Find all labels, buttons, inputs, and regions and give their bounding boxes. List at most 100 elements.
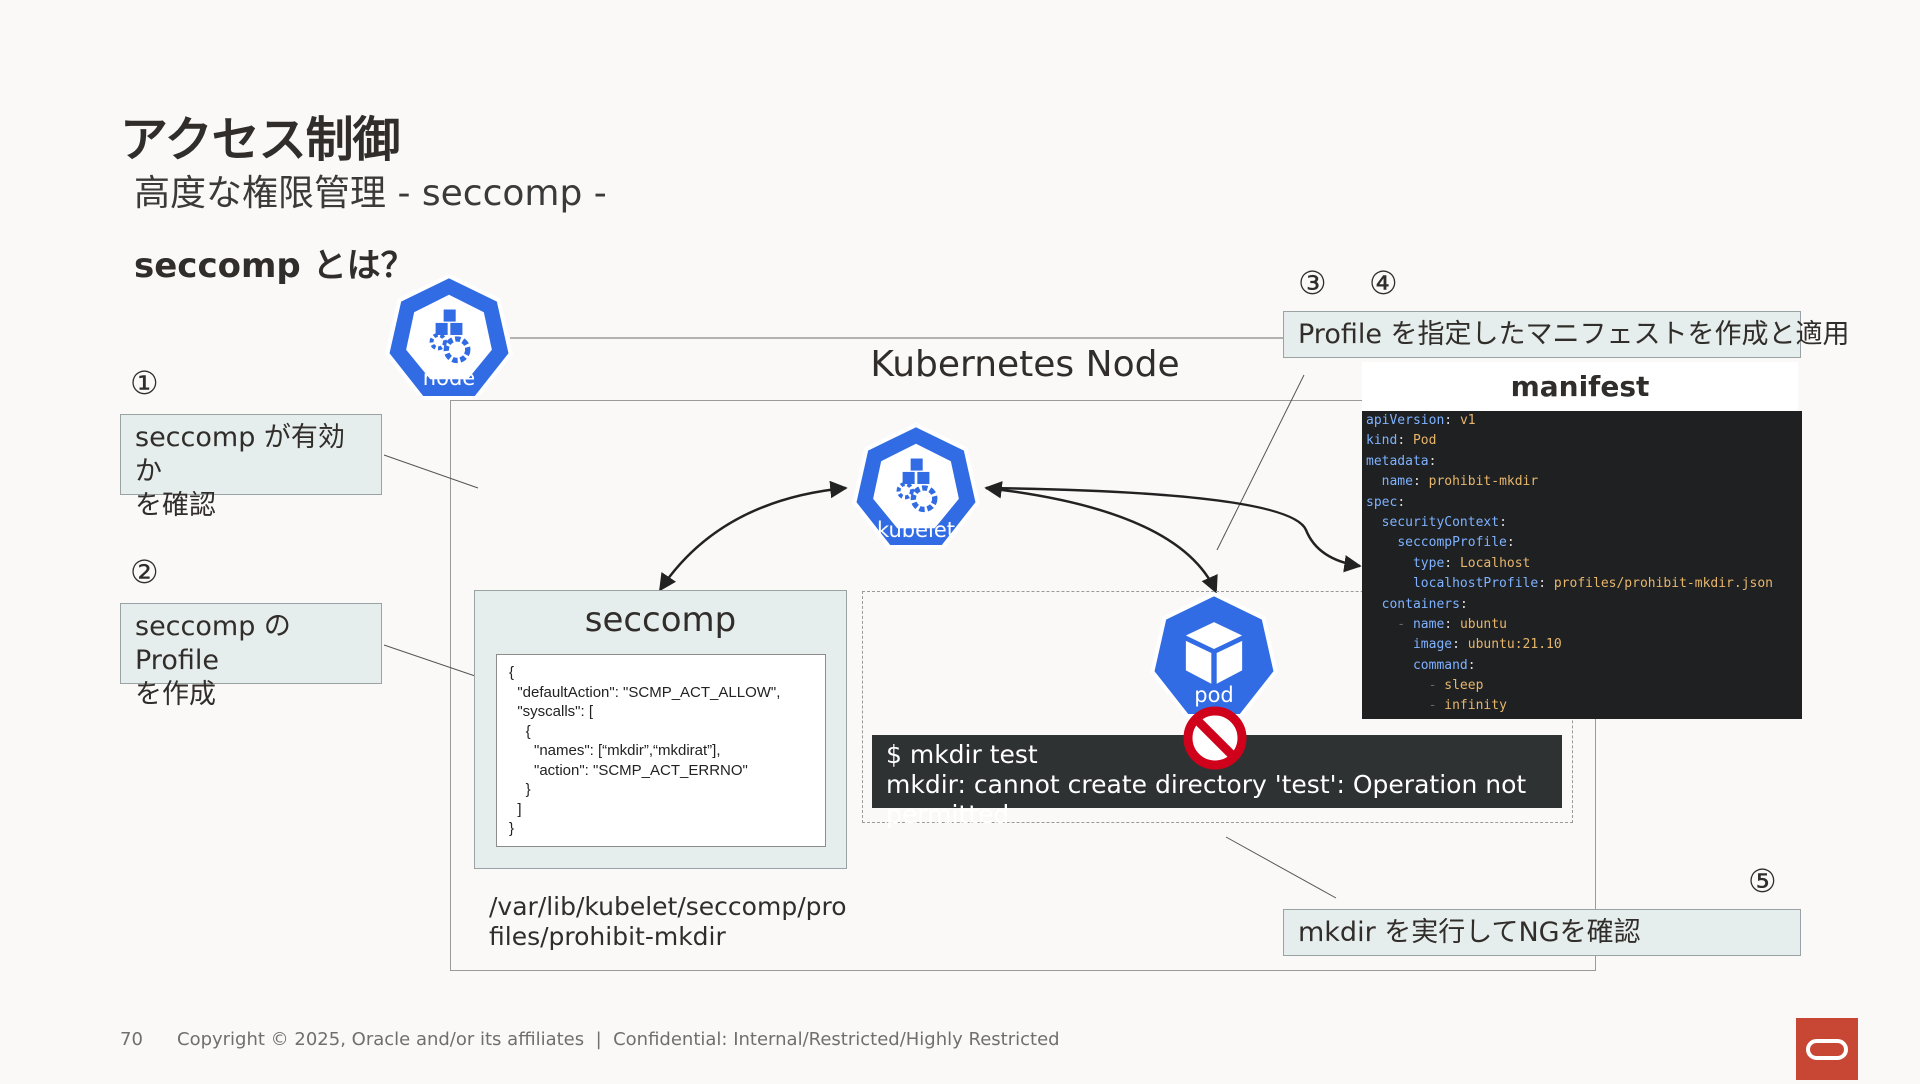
code-key: containers (1381, 596, 1460, 612)
code-value: Pod (1412, 433, 1437, 449)
code-value: prohibit-mkdir (1428, 474, 1539, 490)
code-colon: : (1412, 474, 1429, 490)
manifest-code-line: - sleep (1366, 676, 1798, 696)
code-value: ubuntu:21.10 (1467, 637, 1562, 653)
code-indent (1366, 556, 1413, 571)
code-key: spec (1366, 494, 1398, 510)
code-key: image (1412, 637, 1453, 653)
oracle-logo (1796, 1018, 1858, 1080)
step-2-callout: seccomp の Profile を作成 (120, 603, 382, 710)
page-number: 70 (120, 1029, 143, 1050)
manifest-code-line: securityContext: (1366, 513, 1798, 533)
code-colon: : (1397, 433, 1413, 449)
code-indent (1366, 474, 1382, 489)
code-indent (1366, 535, 1397, 550)
prohibited-icon (1183, 706, 1247, 770)
kubelet-icon (852, 422, 980, 549)
code-indent (1366, 515, 1382, 530)
code-colon: : (1506, 535, 1515, 551)
code-key: metadata (1366, 453, 1429, 469)
step-1-number: ① (130, 364, 159, 402)
terminal-output: $ mkdir test mkdir: cannot create direct… (872, 735, 1562, 829)
step-2-number: ② (130, 553, 159, 591)
kubelet-icon-label: kubelet (876, 518, 956, 542)
code-colon: : (1444, 616, 1460, 632)
code-key: name (1381, 474, 1413, 490)
node-icon-label: node (422, 366, 476, 390)
code-colon: : (1452, 637, 1468, 653)
manifest-code-line: name: prohibit-mkdir (1366, 472, 1798, 492)
footer-copyright: Copyright © 2025, Oracle and/or its affi… (177, 1029, 1060, 1050)
code-indent: - (1366, 616, 1413, 632)
step-3-number: ③ (1298, 264, 1327, 302)
manifest-code-line: containers: (1366, 595, 1798, 615)
code-value: sleep (1444, 678, 1484, 694)
step-1-callout: seccomp が有効か を確認 (120, 414, 382, 521)
code-key: apiVersion (1366, 413, 1445, 428)
seccomp-box-title: seccomp (584, 600, 737, 640)
leader-line-step2 (383, 644, 479, 678)
code-indent: - (1366, 678, 1445, 694)
manifest-code-line: spec: (1366, 493, 1798, 513)
terminal-command: $ mkdir test (886, 740, 1038, 769)
leader-line-step1 (383, 454, 479, 489)
arrow-kubelet-pod (984, 481, 1218, 594)
kubernetes-node-label: Kubernetes Node (870, 344, 1180, 385)
section-heading: seccomp とは？ (134, 246, 415, 286)
code-colon: : (1444, 555, 1460, 571)
code-value: v1 (1459, 413, 1476, 428)
code-indent (1366, 637, 1413, 652)
arrow-kubelet-manifest (985, 486, 1362, 573)
code-indent: - (1366, 698, 1445, 714)
code-indent (1366, 576, 1413, 591)
terminal-error: mkdir: cannot create directory 'test': O… (886, 770, 1527, 829)
code-key: name (1412, 616, 1445, 632)
code-colon: : (1467, 657, 1476, 673)
code-colon: : (1499, 514, 1507, 530)
code-colon: : (1538, 576, 1554, 592)
manifest-code-line: type: Localhost (1366, 554, 1798, 574)
code-indent (1366, 658, 1413, 673)
leader-line-step34 (1216, 374, 1305, 551)
code-key: kind (1366, 433, 1398, 449)
code-colon: : (1444, 413, 1460, 428)
step-4-callout: Profile を指定したマニフェストを作成と適用 (1283, 311, 1850, 358)
code-colon: : (1397, 494, 1406, 510)
slide-title: アクセス制御 (120, 112, 401, 168)
manifest-code-line: apiVersion: v1 (1366, 411, 1798, 431)
code-value: Localhost (1459, 555, 1531, 571)
code-colon: : (1459, 596, 1468, 612)
pod-icon-label: pod (1194, 683, 1234, 707)
code-value: profiles/prohibit-mkdir.json (1553, 576, 1774, 592)
oracle-logo-icon (1806, 1039, 1848, 1060)
code-key: securityContext (1381, 514, 1500, 530)
manifest-code-line: seccompProfile: (1366, 533, 1798, 553)
step-5-callout: mkdir を実行してNGを確認 (1283, 909, 1801, 956)
manifest-code-line: kind: Pod (1366, 431, 1798, 451)
code-key: type (1412, 555, 1445, 571)
code-key: command (1412, 657, 1468, 673)
code-value: infinity (1444, 698, 1507, 714)
code-key: localhostProfile (1412, 576, 1539, 592)
code-indent (1366, 597, 1382, 612)
code-value: ubuntu (1459, 616, 1507, 632)
manifest-code-line: image: ubuntu:21.10 (1366, 635, 1798, 655)
node-icon (385, 273, 513, 400)
step-4-number: ④ (1369, 264, 1398, 302)
slide-subtitle: 高度な権限管理 - seccomp - (134, 173, 607, 214)
profile-path-label: /var/lib/kubelet/seccomp/pro files/prohi… (489, 892, 847, 951)
code-colon: : (1428, 453, 1437, 469)
code-key: seccompProfile (1397, 535, 1507, 551)
arrow-kubelet-seccomp (658, 480, 848, 592)
manifest-code-line: command: (1366, 656, 1798, 676)
manifest-code-line: - infinity (1366, 696, 1798, 716)
step-5-number: ⑤ (1748, 862, 1777, 900)
manifest-code-line: localhostProfile: profiles/prohibit-mkdi… (1366, 574, 1798, 594)
leader-line-step5 (1225, 836, 1337, 899)
seccomp-profile-json: { "defaultAction": "SCMP_ACT_ALLOW", "sy… (496, 654, 826, 847)
manifest-code-line: - name: ubuntu (1366, 615, 1798, 635)
manifest-title: manifest (1362, 362, 1798, 412)
manifest-code-line: metadata: (1366, 452, 1798, 472)
